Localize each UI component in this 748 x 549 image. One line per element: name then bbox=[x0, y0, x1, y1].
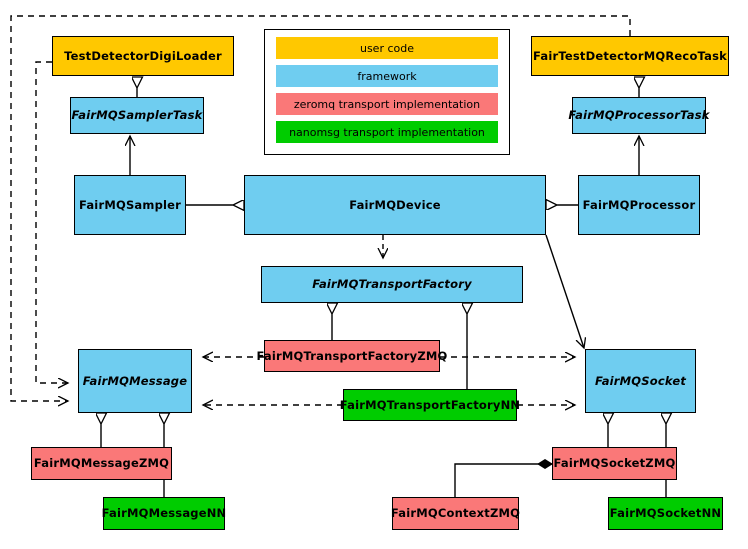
class-node-label: FairMQTransportFactory bbox=[312, 277, 472, 292]
class-node-label: FairMQSocketZMQ bbox=[553, 456, 676, 471]
class-node-FairMQProcessorTask[interactable]: FairMQProcessorTask bbox=[568, 97, 709, 134]
class-node-TestDetectorDigiLoader[interactable]: TestDetectorDigiLoader bbox=[52, 36, 234, 76]
class-node-label: FairMQProcessorTask bbox=[568, 108, 710, 123]
class-node-FairMQProcessor[interactable]: FairMQProcessor bbox=[578, 175, 700, 235]
class-node-label: FairMQSampler bbox=[78, 197, 182, 212]
class-node-FairMQMessageNN[interactable]: FairMQMessageNN bbox=[101, 497, 227, 530]
legend-item-zeromq: zeromq transport implementation bbox=[276, 93, 498, 115]
class-node-FairMQSampler[interactable]: FairMQSampler bbox=[74, 175, 186, 235]
class-node-label: FairMQContextZMQ bbox=[390, 506, 521, 521]
class-node-FairMQSocket[interactable]: FairMQSocket bbox=[585, 349, 696, 413]
class-node-label: FairMQDevice bbox=[349, 197, 441, 212]
class-node-label: FairMQMessage bbox=[82, 373, 188, 388]
class-node-FairMQMessage[interactable]: FairMQMessage bbox=[78, 349, 192, 413]
class-node-FairMQSocketZMQ[interactable]: FairMQSocketZMQ bbox=[552, 447, 677, 480]
class-node-label: FairMQSocket bbox=[594, 373, 687, 388]
class-node-FairMQSamplerTask[interactable]: FairMQSamplerTask bbox=[70, 97, 204, 134]
class-node-label: FairTestDetectorMQRecoTask bbox=[533, 48, 727, 63]
class-node-label: FairMQTransportFactoryZMQ bbox=[256, 348, 448, 363]
class-node-FairMQTransportFactory[interactable]: FairMQTransportFactory bbox=[261, 266, 523, 303]
class-node-label: FairMQSocketNN bbox=[609, 506, 722, 521]
class-node-FairMQContextZMQ[interactable]: FairMQContextZMQ bbox=[390, 497, 521, 530]
edge-digiloader-message bbox=[35, 61, 68, 383]
class-node-FairMQSocketNN[interactable]: FairMQSocketNN bbox=[608, 497, 723, 530]
legend-item-framework: framework bbox=[276, 65, 498, 87]
class-node-label: FairMQTransportFactoryNN bbox=[339, 397, 521, 412]
class-node-label: FairMQMessageZMQ bbox=[33, 456, 170, 471]
legend-item-user-code: user code bbox=[276, 37, 498, 59]
class-node-label: TestDetectorDigiLoader bbox=[64, 48, 222, 63]
legend-label-framework: framework bbox=[357, 69, 417, 83]
class-node-FairMQTransportFactoryNN[interactable]: FairMQTransportFactoryNN bbox=[340, 389, 520, 421]
edge-device-socket bbox=[545, 234, 584, 348]
class-node-label: FairMQSamplerTask bbox=[71, 108, 203, 123]
class-node-label: FairMQProcessor bbox=[582, 197, 696, 212]
color-legend: user code framework zeromq transport imp… bbox=[264, 29, 510, 155]
class-node-FairMQMessageZMQ[interactable]: FairMQMessageZMQ bbox=[31, 447, 172, 480]
legend-label-nanomsg: nanomsg transport implementation bbox=[289, 125, 485, 139]
class-node-FairMQTransportFactoryZMQ[interactable]: FairMQTransportFactoryZMQ bbox=[257, 340, 447, 372]
legend-label-zeromq: zeromq transport implementation bbox=[293, 97, 481, 111]
legend-label-user-code: user code bbox=[359, 41, 415, 55]
class-node-FairMQDevice[interactable]: FairMQDevice bbox=[244, 175, 546, 235]
legend-item-nanomsg: nanomsg transport implementation bbox=[276, 121, 498, 143]
class-node-FairTestDetectorMQRecoTask[interactable]: FairTestDetectorMQRecoTask bbox=[531, 36, 729, 76]
class-node-label: FairMQMessageNN bbox=[101, 506, 227, 521]
edge-socketzmq-contextzmq bbox=[454, 464, 552, 497]
